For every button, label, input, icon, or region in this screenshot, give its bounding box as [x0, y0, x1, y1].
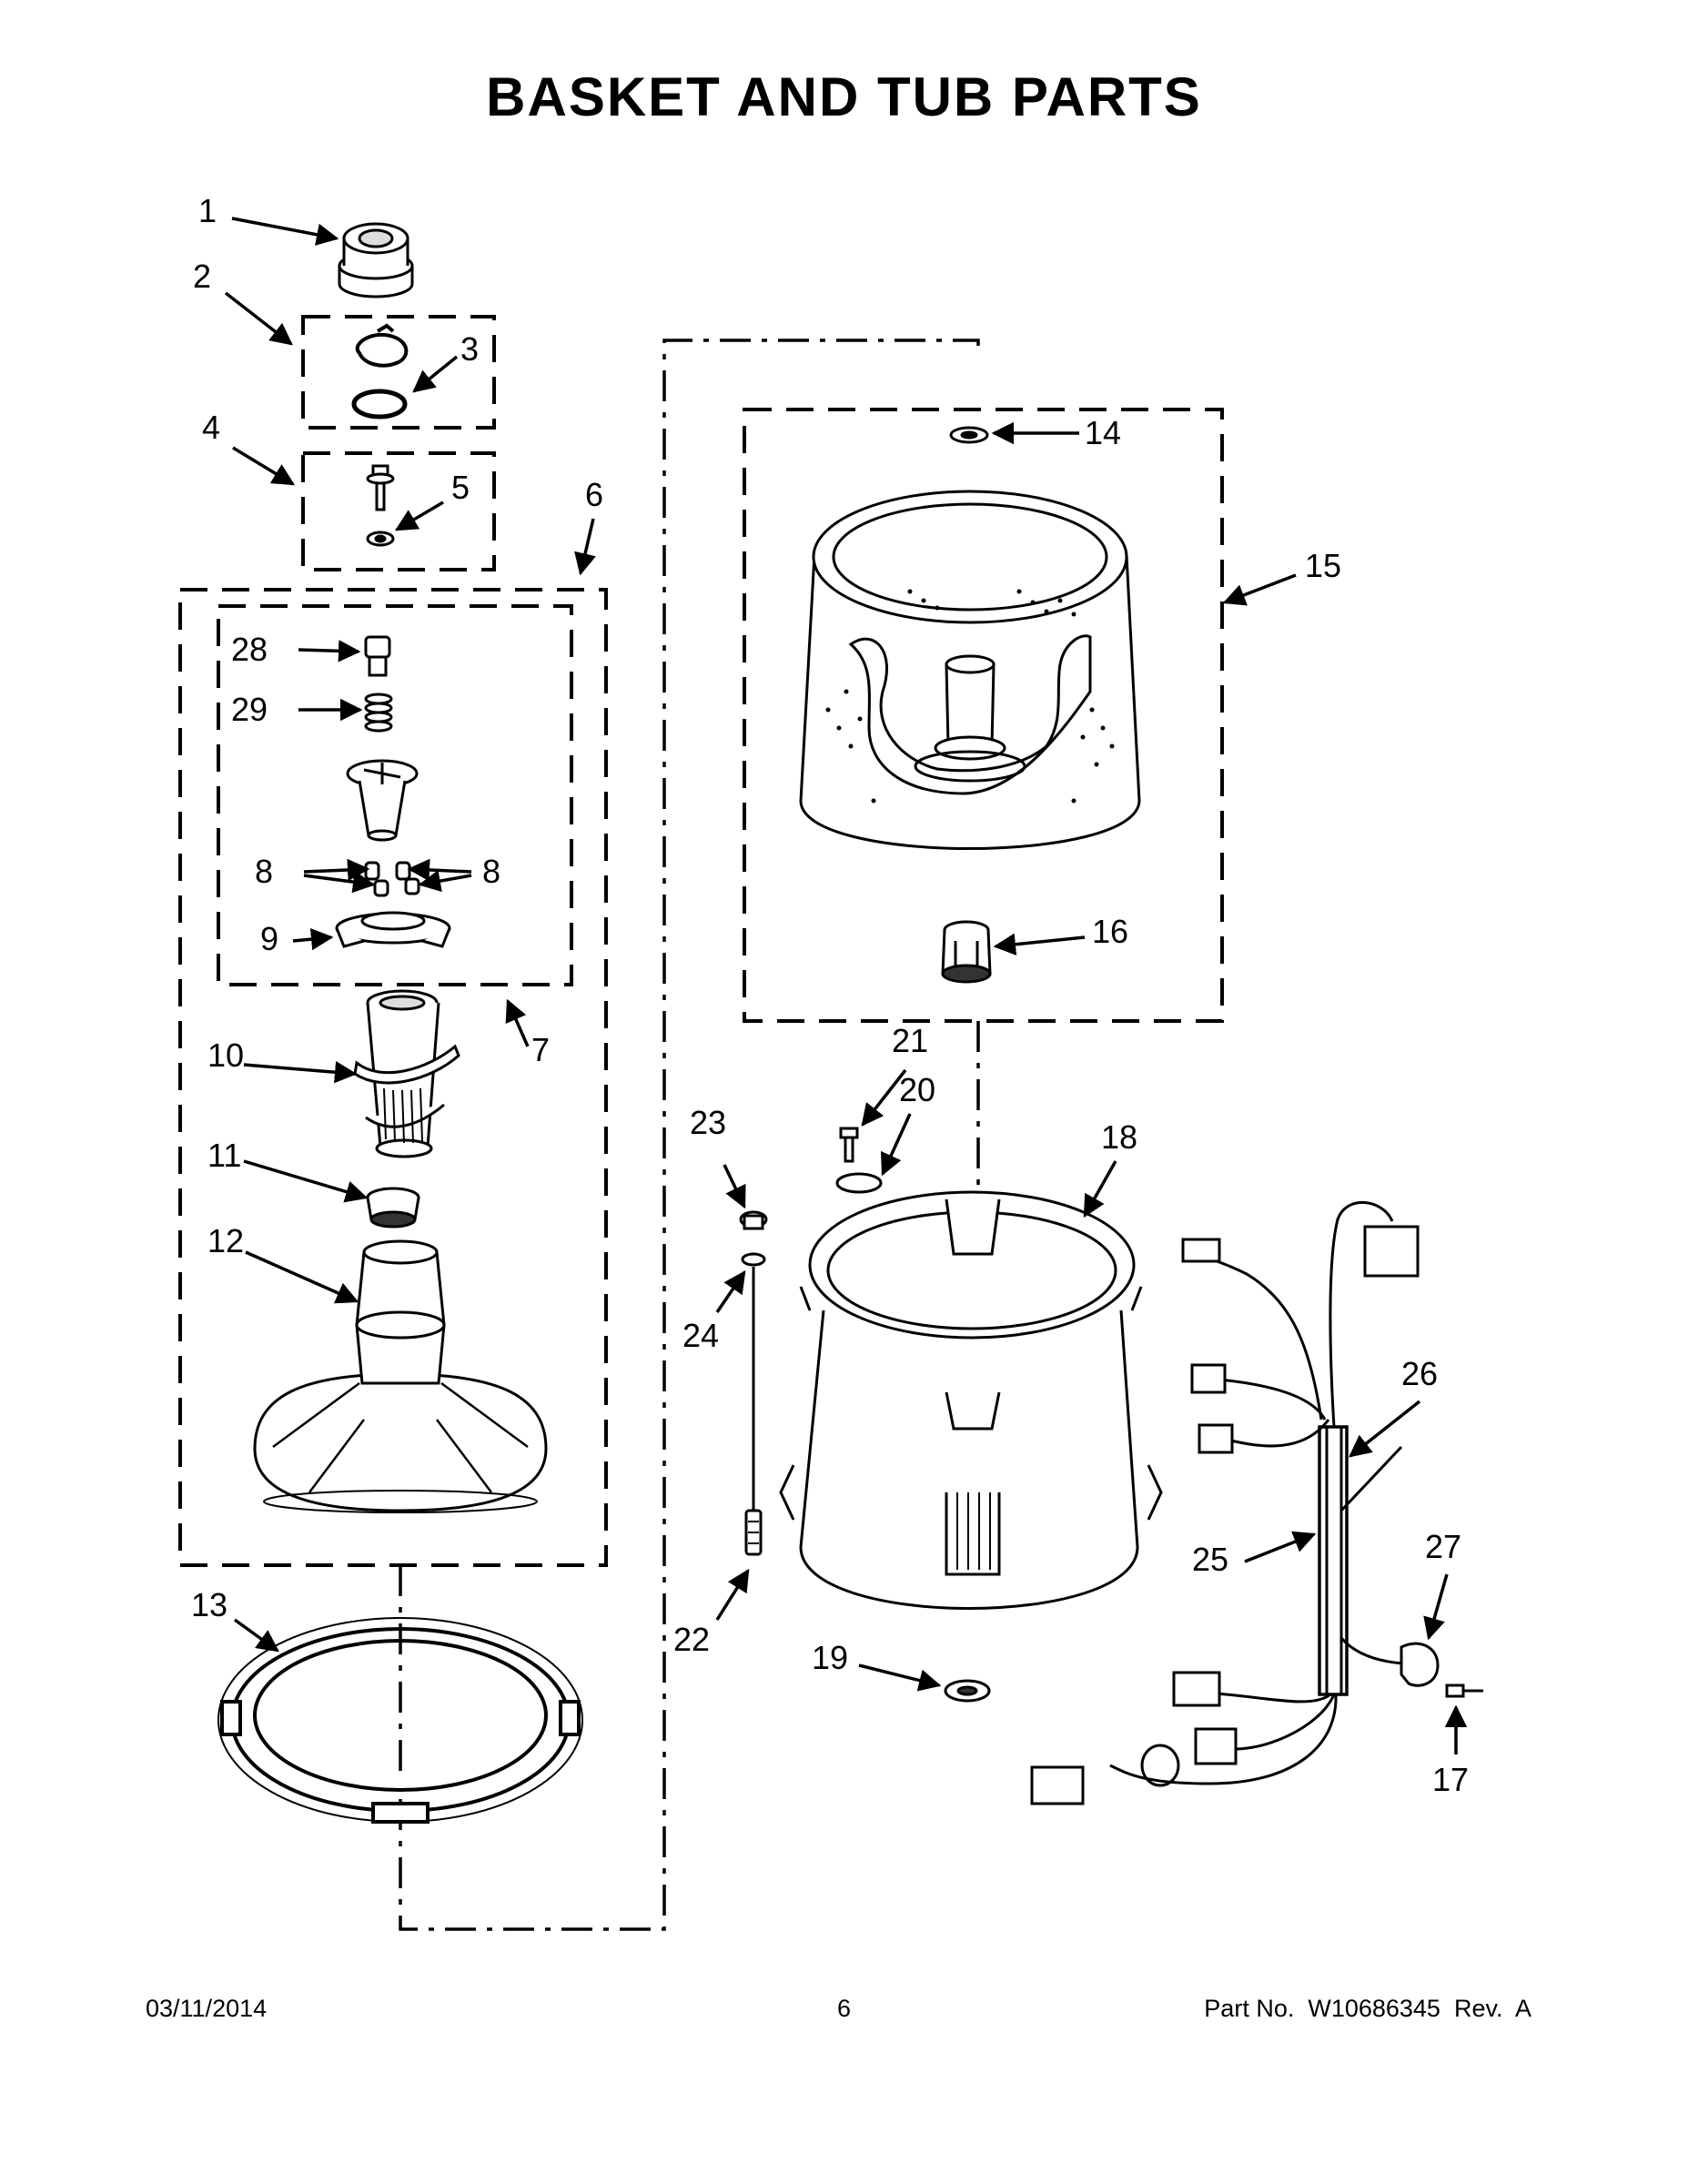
callout-28: 28	[231, 631, 268, 668]
group-box-2	[301, 315, 496, 430]
leader-11	[243, 1159, 369, 1203]
callout-22: 22	[673, 1621, 710, 1658]
callout-10: 10	[207, 1036, 244, 1074]
part-28-cap	[364, 635, 391, 677]
assembly-line-basket	[399, 339, 980, 1931]
page-title: BASKET AND TUB PARTS	[486, 66, 1202, 127]
part-3-seal-ring	[351, 389, 408, 420]
leader-25	[1244, 1531, 1317, 1563]
part-12-impeller-base	[253, 1239, 548, 1513]
leader-21	[861, 1068, 907, 1127]
part-cam-assembly	[346, 759, 419, 842]
leader-6	[574, 518, 596, 576]
footer-part-number: Part No. W10686345 Rev. A	[1204, 1995, 1531, 2022]
leader-12	[245, 1250, 359, 1304]
callout-20: 20	[899, 1071, 935, 1108]
leader-18	[1083, 1160, 1117, 1218]
part-19-tub-seal	[944, 1679, 991, 1703]
callout-6: 6	[585, 476, 603, 513]
footer-date: 03/11/2014	[146, 1995, 268, 2022]
leader-19	[858, 1663, 942, 1692]
part-27-clamp	[1400, 1642, 1440, 1687]
part-16-basket-hub	[941, 920, 992, 984]
leader-7	[505, 998, 530, 1047]
part-21-screw	[839, 1127, 859, 1163]
callout-3: 3	[460, 330, 479, 368]
part-13-balance-ring	[217, 1617, 583, 1824]
group-box-7	[217, 604, 573, 986]
callout-15: 15	[1305, 547, 1341, 584]
part-18-outer-tub	[779, 1190, 1163, 1610]
part-15-basket	[799, 490, 1141, 850]
part-23-cap	[739, 1210, 768, 1230]
part-20-washer	[835, 1172, 883, 1194]
leader-8b	[407, 858, 472, 882]
callout-5: 5	[451, 469, 470, 506]
callout-25: 25	[1192, 1541, 1228, 1578]
part-4-bolt	[366, 464, 395, 511]
part-10-agitator-barrel	[353, 989, 460, 1158]
footer-page-number: 6	[836, 1995, 852, 2022]
leader-5	[394, 500, 444, 531]
leader-3	[412, 355, 459, 393]
harness-connectors	[1030, 1225, 1420, 1805]
leader-16	[993, 933, 1086, 956]
callout-18: 18	[1101, 1118, 1137, 1156]
leader-10	[243, 1060, 358, 1084]
group-box-4	[301, 451, 496, 571]
leader-15	[1222, 573, 1297, 606]
callout-12: 12	[207, 1222, 244, 1259]
part-11-coupler	[366, 1187, 420, 1228]
leader-4	[232, 446, 296, 486]
leader-13	[233, 1618, 279, 1653]
leader-20	[880, 1113, 912, 1177]
callout-4: 4	[202, 409, 220, 446]
part-9-ratchet	[335, 911, 451, 948]
part-14-spin-nut	[949, 426, 989, 444]
leader-28	[298, 640, 361, 662]
leader-8a	[303, 858, 370, 882]
leader-26	[1349, 1400, 1421, 1458]
part-22-suspension-rod	[744, 1267, 763, 1556]
callout-17: 17	[1432, 1761, 1469, 1798]
part-1-cap	[338, 222, 414, 298]
callout-24: 24	[682, 1317, 719, 1354]
leader-8b2	[418, 870, 472, 893]
part-17-screw	[1445, 1684, 1483, 1698]
callout-9: 9	[260, 920, 278, 957]
part-2-clip	[355, 323, 409, 368]
part-24-washer	[741, 1252, 766, 1267]
leader-23	[723, 1164, 746, 1209]
leader-9	[292, 927, 334, 951]
callout-27: 27	[1425, 1528, 1461, 1565]
callout-11: 11	[207, 1137, 241, 1174]
group-box-6	[178, 588, 608, 1567]
leader-8a2	[303, 870, 376, 894]
callout-8b: 8	[482, 853, 500, 890]
leader-24	[715, 1269, 746, 1313]
callout-8a: 8	[255, 853, 273, 890]
callout-16: 16	[1092, 913, 1128, 950]
leader-22	[715, 1568, 750, 1621]
callout-29: 29	[231, 691, 268, 728]
callout-14: 14	[1085, 414, 1121, 451]
callout-7: 7	[531, 1031, 550, 1068]
part-5-nut	[366, 531, 395, 547]
callout-21: 21	[892, 1022, 928, 1059]
callout-23: 23	[690, 1104, 726, 1141]
callout-2: 2	[193, 258, 211, 295]
leader-27	[1423, 1573, 1449, 1641]
callout-13: 13	[191, 1586, 227, 1623]
callout-26: 26	[1401, 1355, 1438, 1392]
part-29-spring	[364, 693, 393, 733]
callout-1: 1	[198, 192, 217, 229]
leader-1	[231, 217, 339, 246]
callout-19: 19	[812, 1639, 848, 1676]
leader-2	[224, 291, 293, 346]
